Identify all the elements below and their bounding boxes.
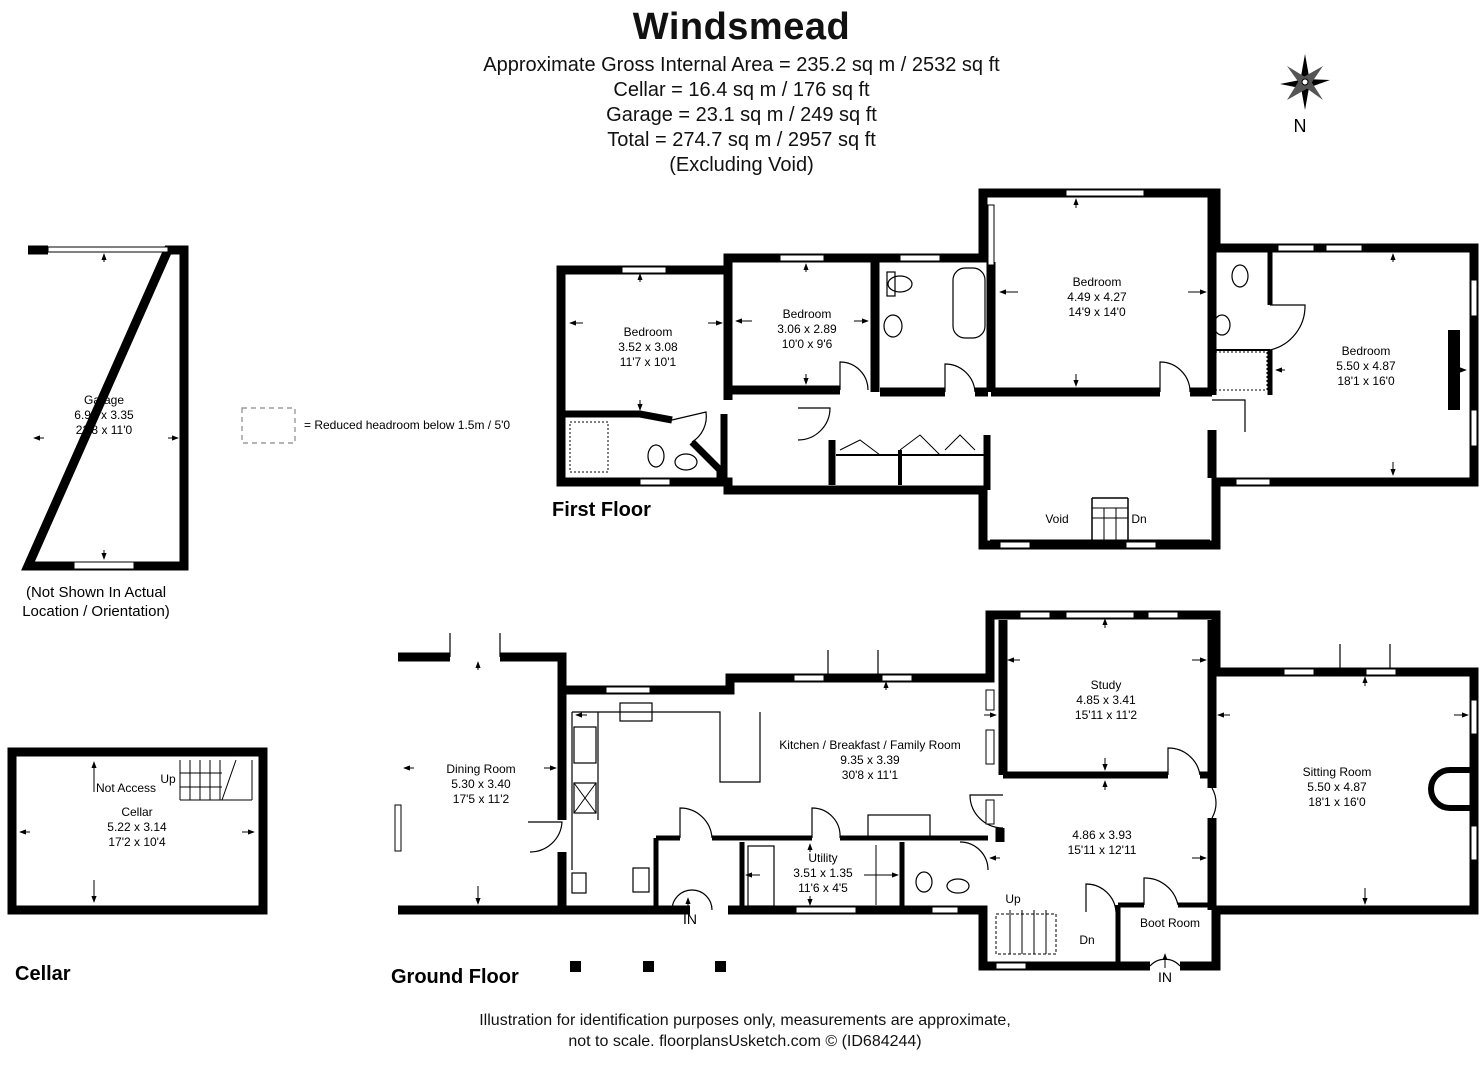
gf-stairs-up-label: Up <box>1005 892 1021 906</box>
plan-title: Windsmead <box>632 6 851 48</box>
gf-boot-entrance-in-label: IN <box>1158 969 1172 985</box>
ground-floor-windows <box>394 611 1478 970</box>
garage-imperial: 22'8 x 11'0 <box>76 423 133 437</box>
ff-bedroom2-metric: 3.06 x 2.89 <box>777 322 837 336</box>
cellar-floor-label: Cellar <box>15 963 71 985</box>
ff-bedroom1-metric: 3.52 x 3.08 <box>618 340 678 354</box>
garage-metric: 6.91 x 3.35 <box>74 408 134 422</box>
gf-utility-imperial: 11'6 x 4'5 <box>798 881 848 895</box>
cellar-plan <box>7 747 268 915</box>
gf-utility-name: Utility <box>808 851 837 865</box>
ff-dn-label: Dn <box>1131 512 1146 526</box>
ff-bedroom4-name: Bedroom <box>1342 344 1391 358</box>
ff-bedroom2-name: Bedroom <box>783 307 832 321</box>
garage-area-line: Garage = 23.1 sq m / 249 sq ft <box>606 104 877 126</box>
garage-name: Garage <box>84 393 124 407</box>
cellar-name: Cellar <box>121 805 152 819</box>
gf-hall-metric: 4.86 x 3.93 <box>1072 828 1132 842</box>
legend-text: = Reduced headroom below 1.5m / 5'0 <box>304 418 510 432</box>
gross-area-line: Approximate Gross Internal Area = 235.2 … <box>483 54 1000 76</box>
gf-utility-metric: 3.51 x 1.35 <box>793 866 853 880</box>
ff-bedroom1-name: Bedroom <box>624 325 673 339</box>
garage-note-line1: (Not Shown In Actual <box>26 584 166 601</box>
ff-bedroom1-imperial: 11'7 x 10'1 <box>620 355 677 369</box>
gf-entrance-in-label: IN <box>683 911 697 927</box>
gf-dining-metric: 5.30 x 3.40 <box>451 777 511 791</box>
gf-study-metric: 4.85 x 3.41 <box>1076 693 1136 707</box>
gf-sitting-imperial: 18'1 x 16'0 <box>1308 795 1366 809</box>
ff-bedroom3-imperial: 14'9 x 14'0 <box>1068 305 1126 319</box>
cellar-imperial: 17'2 x 10'4 <box>108 835 166 849</box>
excluding-void-line: (Excluding Void) <box>669 154 814 176</box>
footer-disclaimer-line1: Illustration for identification purposes… <box>479 1012 1011 1029</box>
ff-bedroom4-imperial: 18'1 x 16'0 <box>1337 374 1395 388</box>
reduced-headroom-swatch <box>241 407 296 444</box>
cellar-up-label: Up <box>160 772 176 786</box>
gf-study-name: Study <box>1091 678 1122 692</box>
garage-note-line2: Location / Orientation) <box>22 603 170 620</box>
compass-north-label: N <box>1294 116 1307 136</box>
ff-bedroom4-metric: 5.50 x 4.87 <box>1336 359 1396 373</box>
gf-hall-imperial: 15'11 x 12'11 <box>1068 843 1137 857</box>
gf-study-imperial: 15'11 x 11'2 <box>1075 708 1138 722</box>
ground-floor-plan <box>398 610 1479 971</box>
cellar-area-line: Cellar = 16.4 sq m / 176 sq ft <box>613 79 870 101</box>
first-floor-label: First Floor <box>552 499 651 521</box>
gf-kitchen-name: Kitchen / Breakfast / Family Room <box>779 738 960 752</box>
footer-disclaimer-line2: not to scale. floorplansUsketch.com © (I… <box>568 1033 922 1050</box>
first-floor-plan <box>556 188 1479 550</box>
gf-kitchen-metric: 9.35 x 3.39 <box>840 753 900 767</box>
ground-floor-label: Ground Floor <box>391 966 519 988</box>
gf-stairs-dn-label: Dn <box>1079 933 1094 947</box>
gf-sitting-metric: 5.50 x 4.87 <box>1307 780 1367 794</box>
ff-bedroom3-name: Bedroom <box>1073 275 1122 289</box>
gf-sitting-name: Sitting Room <box>1303 765 1372 779</box>
gf-dining-name: Dining Room <box>446 762 515 776</box>
cellar-not-access: Not Access <box>96 781 156 795</box>
ff-void-label: Void <box>1045 512 1068 526</box>
compass-rose-icon <box>1280 54 1330 110</box>
gf-kitchen-imperial: 30'8 x 11'1 <box>842 768 899 782</box>
ground-floor-markers <box>570 961 726 972</box>
ff-bedroom3-metric: 4.49 x 4.27 <box>1067 290 1127 304</box>
gf-dining-imperial: 17'5 x 11'2 <box>453 792 510 806</box>
gf-boot-room-label: Boot Room <box>1140 916 1200 930</box>
garage-plan <box>21 245 189 571</box>
cellar-metric: 5.22 x 3.14 <box>107 820 167 834</box>
total-area-line: Total = 274.7 sq m / 2957 sq ft <box>607 129 876 151</box>
ff-bedroom2-imperial: 10'0 x 9'6 <box>782 337 833 351</box>
first-floor-windows <box>621 189 1478 549</box>
